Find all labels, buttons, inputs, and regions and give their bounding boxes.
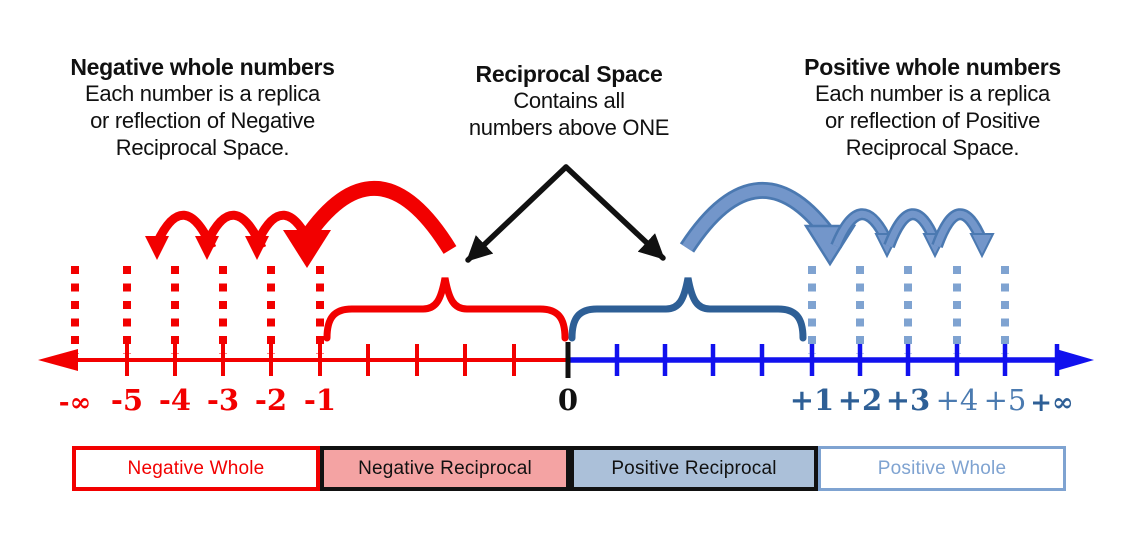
positive-dashed-guides — [808, 266, 1009, 354]
label-plus-2: +2 — [837, 383, 883, 417]
label-plus-4: +4 — [935, 383, 979, 417]
positive-hop-arcs — [679, 181, 995, 267]
legend-label: Negative Whole — [127, 457, 265, 479]
reciprocal-space-annotation: Reciprocal Space Contains all numbers ab… — [458, 61, 680, 141]
legend-negative-whole: Negative Whole — [72, 446, 320, 491]
label-zero: 0 — [557, 383, 579, 417]
legend-label: Negative Reciprocal — [358, 457, 532, 479]
negative-whole-annotation: Negative whole numbers Each number is a … — [40, 54, 365, 161]
positive-whole-annotation: Positive whole numbers Each number is a … — [770, 54, 1095, 161]
negative-dashed-guides — [71, 266, 324, 354]
reciprocal-space-title: Reciprocal Space — [475, 61, 663, 87]
label-positive-infinity: +∞ — [1030, 388, 1074, 418]
label-plus-1: +1 — [789, 383, 835, 417]
label-minus-1: -1 — [303, 383, 337, 417]
annotation-line: Reciprocal Space. — [845, 135, 1020, 160]
legend-positive-reciprocal: Positive Reciprocal — [570, 446, 818, 491]
label-minus-4: -4 — [158, 383, 192, 417]
positive-ticks — [614, 344, 1060, 376]
annotation-line: Each number is a replica — [815, 81, 1050, 106]
label-minus-3: -3 — [206, 383, 240, 417]
label-plus-3: +3 — [885, 383, 931, 417]
label-negative-infinity: -∞ — [58, 388, 92, 418]
legend-positive-whole: Positive Whole — [818, 446, 1066, 491]
legend-bar: Negative Whole Negative Reciprocal Posit… — [72, 446, 1066, 491]
annotation-line: or reflection of Negative — [90, 108, 315, 133]
label-plus-5: +5 — [983, 383, 1027, 417]
annotation-line: Each number is a replica — [85, 81, 320, 106]
annotation-line: numbers above ONE — [468, 115, 670, 140]
annotation-line: or reflection of Positive — [824, 108, 1041, 133]
positive-reciprocal-brace — [568, 277, 807, 342]
legend-negative-reciprocal: Negative Reciprocal — [320, 446, 570, 491]
legend-label: Positive Whole — [877, 457, 1007, 479]
negative-infinity-arrowhead — [38, 349, 78, 371]
negative-reciprocal-brace — [323, 277, 569, 342]
negative-hop-arcs — [145, 180, 457, 268]
negative-ticks — [125, 344, 516, 376]
reciprocal-pointer-arrows — [465, 164, 666, 263]
positive-infinity-arrowhead — [1056, 349, 1094, 371]
negative-whole-title: Negative whole numbers — [70, 54, 335, 80]
legend-label: Positive Reciprocal — [611, 457, 777, 479]
positive-whole-title: Positive whole numbers — [804, 54, 1061, 80]
big-red-arrowhead — [283, 230, 331, 268]
label-minus-2: -2 — [254, 383, 288, 417]
annotation-line: Reciprocal Space. — [115, 135, 290, 160]
label-minus-5: -5 — [110, 383, 144, 417]
annotation-line: Contains all — [513, 88, 625, 113]
